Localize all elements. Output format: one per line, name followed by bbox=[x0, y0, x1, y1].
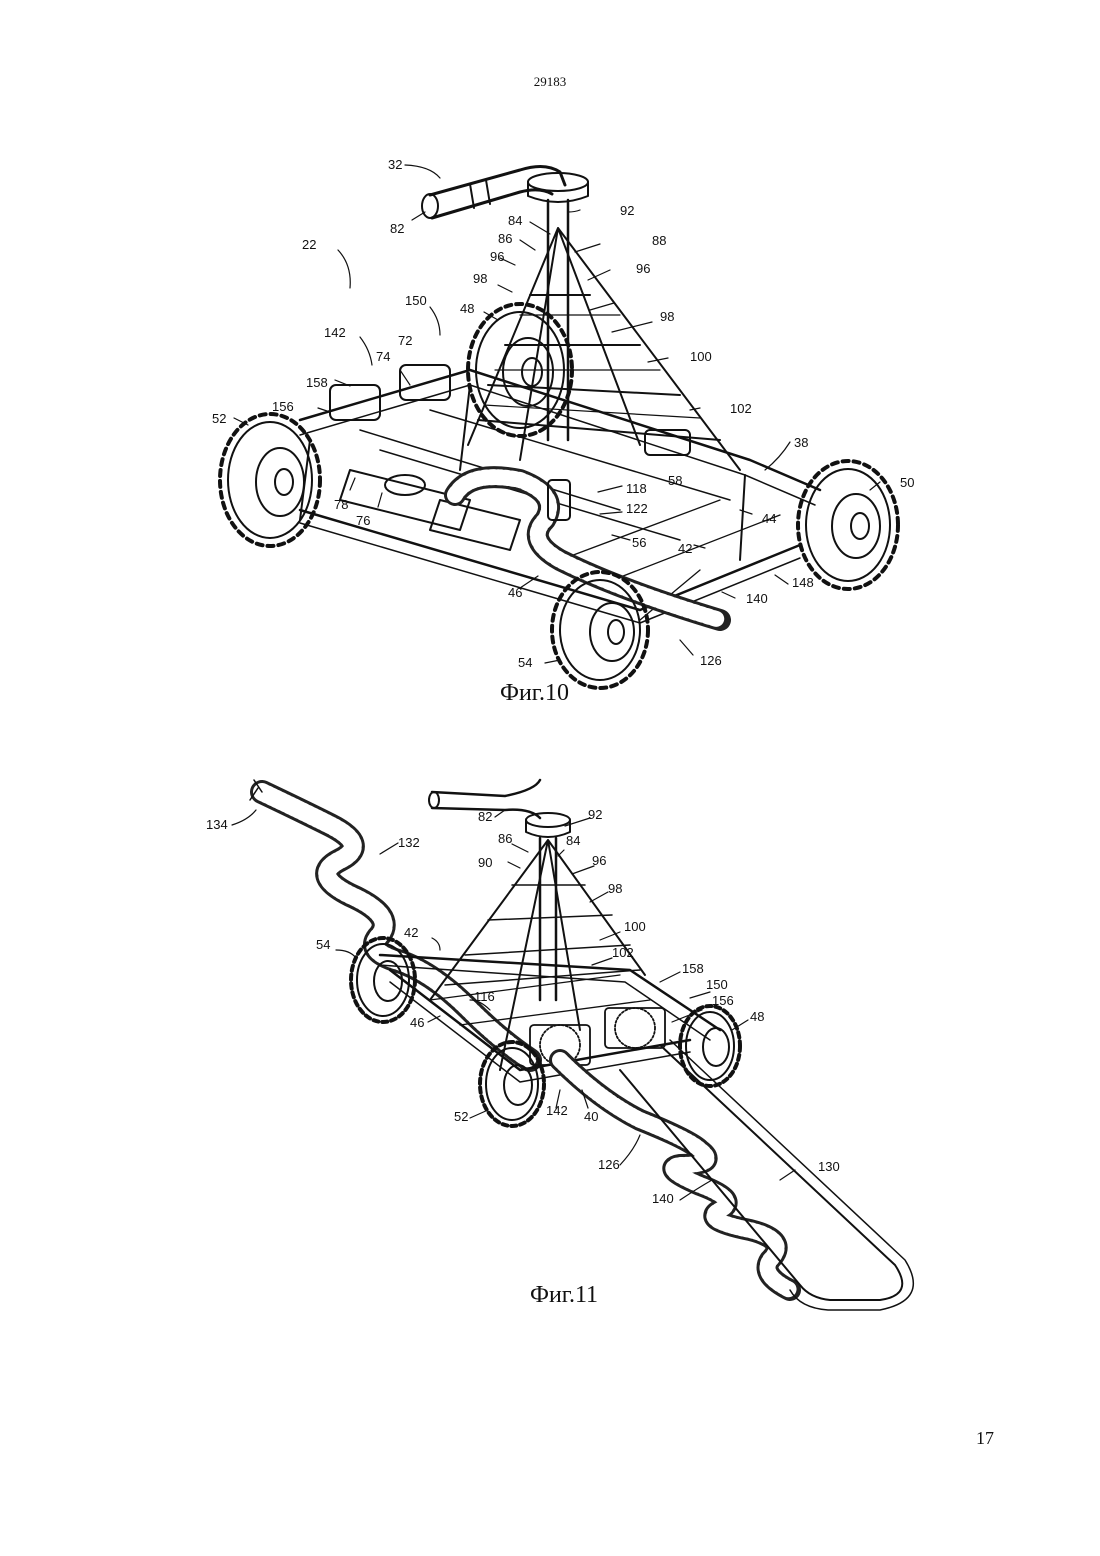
page-number: 17 bbox=[976, 1428, 994, 1449]
fig11-label: 90 bbox=[478, 856, 492, 869]
fig10-label: 96 bbox=[490, 250, 504, 263]
fig11-label: 134 bbox=[206, 818, 228, 831]
fig11-label: 40 bbox=[584, 1110, 598, 1123]
figure-10-caption: Фиг.10 bbox=[500, 680, 569, 707]
fig10-label: 96 bbox=[636, 262, 650, 275]
fig10-label: 98 bbox=[660, 310, 674, 323]
fig11-label: 52 bbox=[454, 1110, 468, 1123]
fig10-label: 142 bbox=[324, 326, 346, 339]
fig11-label: 102 bbox=[612, 946, 634, 959]
fig10-label: 78 bbox=[334, 498, 348, 511]
figure-10: Фиг.10 32 82 92 84 86 88 22 96 96 98 98 … bbox=[0, 140, 1100, 720]
fig11-label: 156 bbox=[712, 994, 734, 1007]
fig10-label: 140 bbox=[746, 592, 768, 605]
fig10-label: 44 bbox=[762, 512, 776, 525]
fig11-label: 82 bbox=[478, 810, 492, 823]
fig11-label: 42 bbox=[404, 926, 418, 939]
fig10-label: 42 bbox=[678, 542, 692, 555]
fig10-label: 32 bbox=[388, 158, 402, 171]
fig11-label: 158 bbox=[682, 962, 704, 975]
fig11-label: 116 bbox=[474, 990, 495, 1003]
fig10-label: 98 bbox=[473, 272, 487, 285]
fig10-label: 56 bbox=[632, 536, 646, 549]
fig10-label: 88 bbox=[652, 234, 666, 247]
document-number: 29183 bbox=[0, 74, 1100, 90]
fig10-label: 50 bbox=[900, 476, 914, 489]
fig11-label: 96 bbox=[592, 854, 606, 867]
fig11-label: 130 bbox=[818, 1160, 840, 1173]
fig11-label: 142 bbox=[546, 1104, 568, 1117]
fig10-label: 74 bbox=[376, 350, 390, 363]
fig10-label: 148 bbox=[792, 576, 814, 589]
figure-11: Фиг.11 134 82 92 132 86 84 90 96 98 100 … bbox=[0, 770, 1100, 1330]
fig10-label: 76 bbox=[356, 514, 370, 527]
fig11-label: 92 bbox=[588, 808, 602, 821]
fig11-label: 84 bbox=[566, 834, 580, 847]
fig10-label: 54 bbox=[518, 656, 532, 669]
fig10-label: 86 bbox=[498, 232, 512, 245]
fig11-label: 150 bbox=[706, 978, 728, 991]
fig10-label: 72 bbox=[398, 334, 412, 347]
fig10-label: 126 bbox=[700, 654, 722, 667]
fig10-label: 118 bbox=[626, 482, 647, 495]
fig10-label: 22 bbox=[302, 238, 316, 251]
fig10-label: 102 bbox=[730, 402, 752, 415]
fig10-label: 84 bbox=[508, 214, 522, 227]
fig11-label: 46 bbox=[410, 1016, 424, 1029]
fig11-label: 86 bbox=[498, 832, 512, 845]
fig10-label: 156 bbox=[272, 400, 294, 413]
fig10-label: 150 bbox=[405, 294, 427, 307]
fig10-label: 100 bbox=[690, 350, 712, 363]
figure-11-caption: Фиг.11 bbox=[530, 1282, 598, 1309]
fig10-label: 48 bbox=[460, 302, 474, 315]
fig11-label: 140 bbox=[652, 1192, 674, 1205]
fig10-label: 158 bbox=[306, 376, 328, 389]
fig11-label: 54 bbox=[316, 938, 330, 951]
fig10-label: 58 bbox=[668, 474, 682, 487]
figure-11-drawing bbox=[0, 770, 1100, 1330]
fig10-label: 122 bbox=[626, 502, 648, 515]
fig10-label: 46 bbox=[508, 586, 522, 599]
fig10-label: 82 bbox=[390, 222, 404, 235]
fig11-label: 100 bbox=[624, 920, 646, 933]
fig10-label: 38 bbox=[794, 436, 808, 449]
fig11-label: 48 bbox=[750, 1010, 764, 1023]
fig11-label: 126 bbox=[598, 1158, 620, 1171]
fig10-label: 92 bbox=[620, 204, 634, 217]
fig10-label: 52 bbox=[212, 412, 226, 425]
fig11-label: 132 bbox=[398, 836, 420, 849]
figure-10-drawing bbox=[0, 140, 1100, 720]
fig11-label: 98 bbox=[608, 882, 622, 895]
